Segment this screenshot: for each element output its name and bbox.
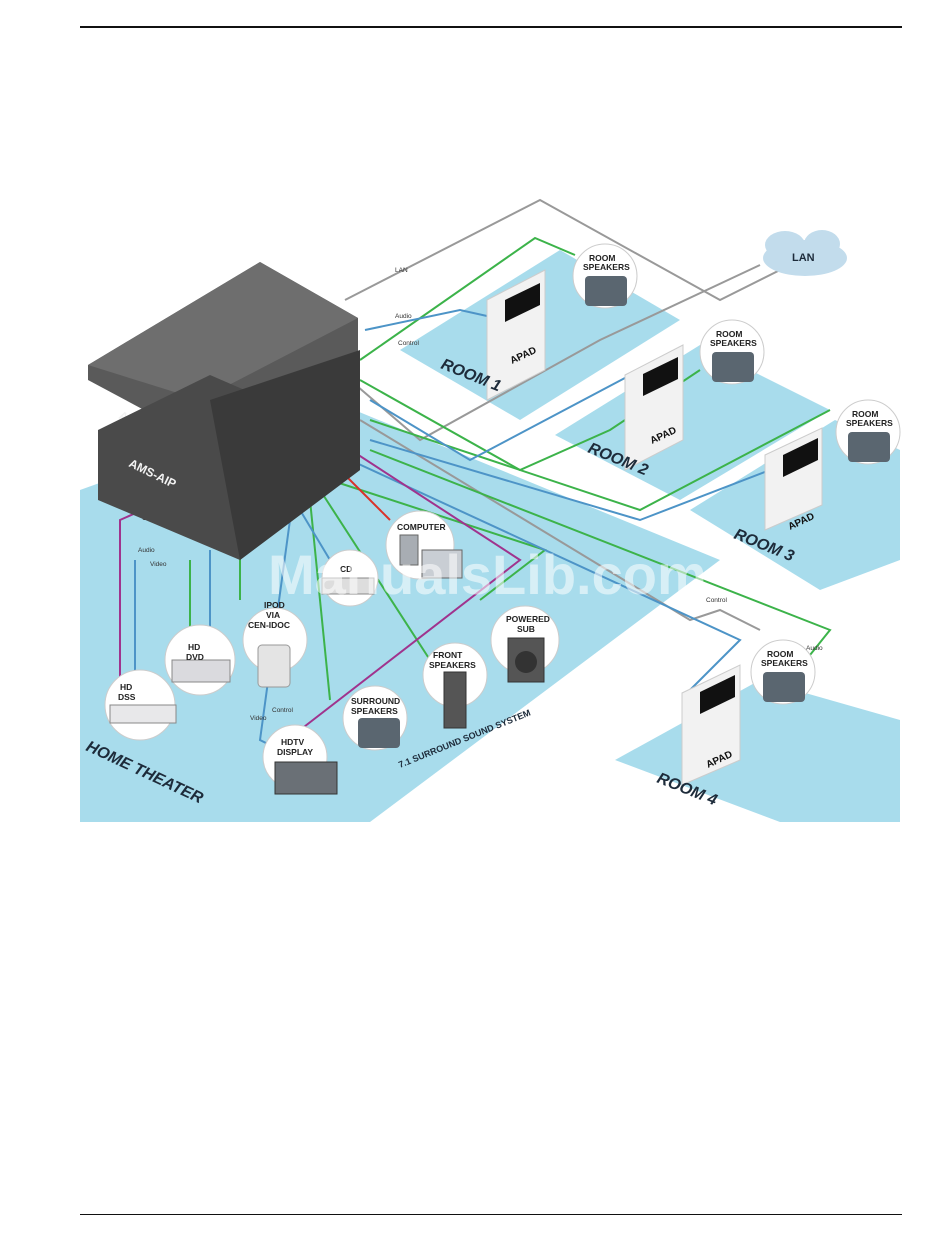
surround-speakers-device: SURROUND SPEAKERS bbox=[342, 685, 408, 751]
header-rule bbox=[80, 26, 902, 28]
ipod-line2: VIA bbox=[266, 610, 280, 620]
cd-label: CD bbox=[340, 564, 352, 574]
front-speakers-device: FRONT SPEAKERS bbox=[422, 642, 488, 729]
room1-speakers-line2: SPEAKERS bbox=[583, 262, 630, 272]
hd-dvd-device: HD DVD bbox=[164, 624, 236, 696]
room1-speakers-line1: ROOM bbox=[589, 253, 615, 263]
hd-dss-device: HD DSS bbox=[104, 669, 177, 741]
computer-device: COMPUTER bbox=[385, 510, 463, 580]
wire-label-control-tv: Control bbox=[272, 707, 294, 714]
front-speakers-line2: SPEAKERS bbox=[429, 660, 476, 670]
room1-speakers: ROOM SPEAKERS bbox=[572, 243, 638, 309]
room3-speakers: ROOM SPEAKERS bbox=[835, 399, 901, 465]
room1-keypad bbox=[486, 269, 546, 401]
hd-dvd-line2: DVD bbox=[186, 652, 204, 662]
surround-speakers-line1: SURROUND bbox=[351, 696, 400, 706]
room3-speakers-line2: SPEAKERS bbox=[846, 418, 893, 428]
watermark: ManualsLib.com bbox=[268, 543, 707, 606]
room4-speakers-line2: SPEAKERS bbox=[761, 658, 808, 668]
room4-keypad bbox=[681, 664, 741, 786]
front-speakers-line1: FRONT bbox=[433, 650, 463, 660]
wire-label-lan: LAN bbox=[395, 267, 408, 274]
hdtv-device: HDTV DISPLAY bbox=[262, 724, 338, 795]
powered-sub-device: POWERED SUB bbox=[490, 605, 560, 683]
room2-keypad bbox=[624, 344, 684, 471]
room2-speakers-line2: SPEAKERS bbox=[710, 338, 757, 348]
ipod-device: IPOD VIA CEN-IDOC bbox=[242, 600, 308, 688]
room2-speakers-line1: ROOM bbox=[716, 329, 742, 339]
room2-floor bbox=[555, 345, 830, 500]
ipod-line1: IPOD bbox=[264, 600, 285, 610]
wire-label-control-r4: Control bbox=[706, 597, 728, 604]
wire-label-audio-ht: Audio bbox=[138, 547, 155, 554]
wire-label-audio: Audio bbox=[395, 313, 412, 320]
lan-cloud: LAN bbox=[763, 230, 847, 276]
powered-sub-line2: SUB bbox=[517, 624, 535, 634]
room4-speakers: ROOM SPEAKERS bbox=[750, 639, 816, 705]
wire-label-video-tv: Video bbox=[250, 715, 267, 722]
room2-speakers: ROOM SPEAKERS bbox=[699, 319, 765, 385]
cd-device: CD bbox=[321, 549, 379, 607]
surround-speakers-line2: SPEAKERS bbox=[351, 706, 398, 716]
computer-label: COMPUTER bbox=[397, 522, 446, 532]
hd-dss-line2: DSS bbox=[118, 692, 136, 702]
powered-sub-line1: POWERED bbox=[506, 614, 550, 624]
room3-keypad bbox=[764, 427, 823, 531]
hd-dss-line1: HD bbox=[120, 682, 132, 692]
wire-label-control: Control bbox=[398, 340, 420, 347]
ipod-line3: CEN-IDOC bbox=[248, 620, 290, 630]
lan-cloud-label: LAN bbox=[792, 252, 815, 264]
wire-label-audio-r4: Audio bbox=[806, 645, 823, 652]
room4-floor bbox=[615, 680, 900, 822]
rack-ams-aip: AMS-AIP bbox=[98, 350, 360, 560]
hd-dvd-line1: HD bbox=[188, 642, 200, 652]
room3-speakers-line1: ROOM bbox=[852, 409, 878, 419]
hdtv-line1: HDTV bbox=[281, 737, 304, 747]
room4-speakers-line1: ROOM bbox=[767, 649, 793, 659]
optical-wire bbox=[339, 469, 391, 521]
wire-label-video-ht: Video bbox=[150, 561, 167, 568]
footer-rule bbox=[80, 1214, 902, 1215]
hdtv-line2: DISPLAY bbox=[277, 747, 313, 757]
